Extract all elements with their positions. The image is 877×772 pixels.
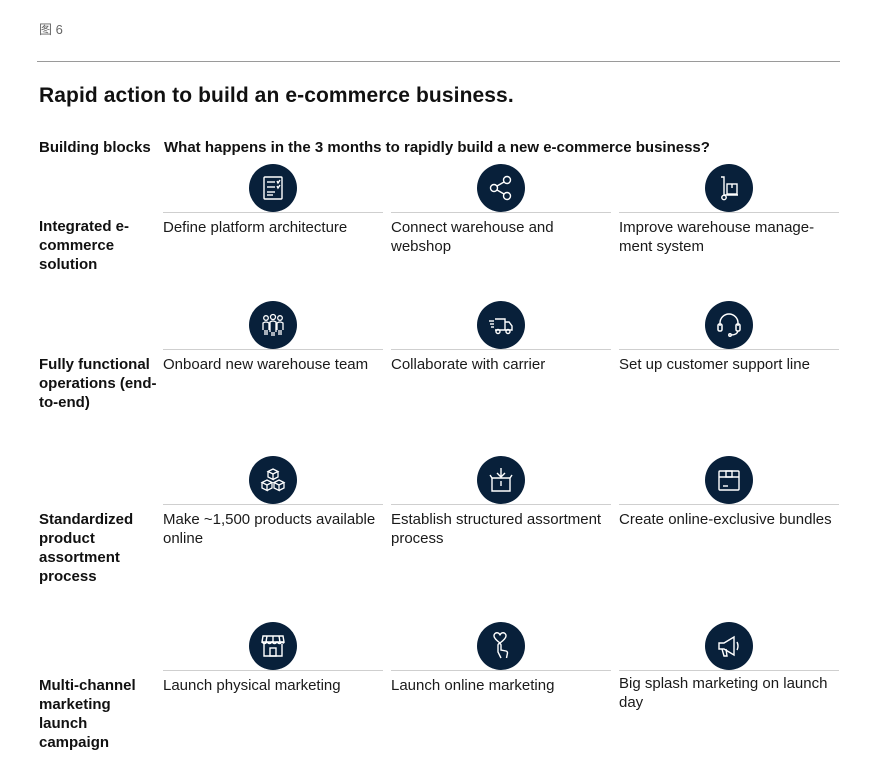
package-icon: [705, 456, 753, 504]
cell-text: Onboard new warehouse team: [163, 356, 369, 373]
row-label-fully-functional-operations: Fully functional operations (end-to-end): [39, 356, 157, 411]
page-title: Rapid action to build an e-commerce busi…: [39, 84, 514, 107]
box-down-arrow-icon: [477, 456, 525, 504]
cell-divider: [163, 349, 383, 350]
cell-text: Connect warehouse and webshop: [391, 219, 554, 255]
boxes-icon: [249, 456, 297, 504]
cell-divider: [619, 504, 839, 505]
cell-text: Big splash marketing on launch day: [619, 675, 828, 711]
cell-text: Improve warehouse manage-ment system: [619, 219, 815, 255]
cell-divider: [619, 670, 839, 671]
column-header-building-blocks: Building blocks: [39, 139, 151, 156]
hand-truck-icon: [705, 164, 753, 212]
row-label-integrated-solution: Integrated e-commerce solution: [39, 218, 130, 273]
column-header-three-months: What happens in the 3 months to rapidly …: [164, 139, 710, 156]
cell-divider: [391, 349, 611, 350]
row-label-standardized-assortment: Standardized product assortment process: [39, 511, 134, 585]
cell-divider: [619, 349, 839, 350]
cell-text: Establish structured assortment process: [391, 511, 602, 547]
cell-divider: [391, 670, 611, 671]
figure-label: 图 6: [39, 22, 63, 37]
cell-text: Launch physical marketing: [163, 677, 341, 694]
heart-hand-icon: [477, 622, 525, 670]
cell-divider: [163, 504, 383, 505]
top-divider: [37, 61, 840, 62]
row-label-marketing-campaign: Multi-channel marketing launch campaign: [39, 677, 136, 751]
cell-divider: [163, 212, 383, 213]
cell-divider: [619, 212, 839, 213]
cell-text: Collaborate with carrier: [391, 356, 546, 373]
cell-divider: [163, 670, 383, 671]
delivery-truck-icon: [477, 301, 525, 349]
storefront-icon: [249, 622, 297, 670]
team-icon: [249, 301, 297, 349]
megaphone-icon: [705, 622, 753, 670]
headset-icon: [705, 301, 753, 349]
cell-text: Launch online marketing: [391, 677, 555, 694]
cell-text: Set up customer support line: [619, 356, 810, 373]
cell-divider: [391, 212, 611, 213]
cell-text: Create online-exclusive bundles: [619, 511, 832, 528]
cell-divider: [391, 504, 611, 505]
cell-text: Make ~1,500 products available online: [163, 511, 376, 547]
checklist-icon: [249, 164, 297, 212]
cell-text: Define platform architecture: [163, 219, 348, 236]
share-nodes-icon: [477, 164, 525, 212]
